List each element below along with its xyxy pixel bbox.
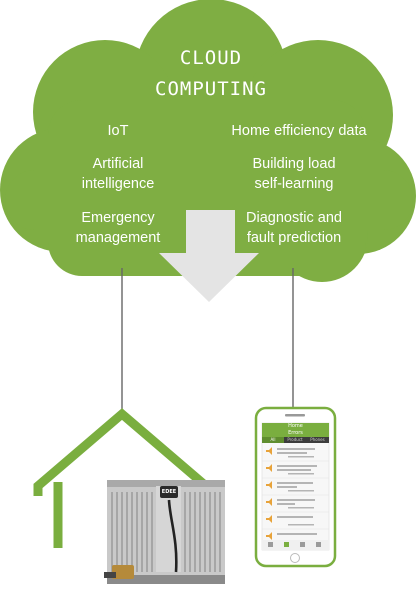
list-icon xyxy=(300,542,305,547)
cloud-item-home-efficiency-data: Home efficiency data xyxy=(231,123,367,139)
cloud-title-line2: COMPUTING xyxy=(155,78,267,100)
phone-tab-phones[interactable]: Phones xyxy=(310,437,325,442)
cloud-item-building-load-self-learning: Building load self-learning xyxy=(252,156,336,192)
ac-unit-logo: EDEE xyxy=(161,489,177,495)
ac-outdoor-unit xyxy=(104,480,225,584)
phone-header-title: Home xyxy=(288,423,303,429)
settings-icon xyxy=(316,542,321,547)
phone-tab-all[interactable]: All xyxy=(270,437,276,442)
cloud-item-emergency-management: Emergency management xyxy=(75,210,161,246)
smartphone xyxy=(254,406,337,568)
cloud-item-diagnostic-fault-prediction: Diagnostic and fault prediction xyxy=(246,210,342,246)
download-arrow-icon xyxy=(159,210,259,302)
phone-header-subtitle: Errors xyxy=(288,430,303,436)
cloud-item-iot: IoT xyxy=(107,123,129,139)
phone-tab-product[interactable]: Product xyxy=(287,437,303,442)
cloud-shape xyxy=(0,0,416,282)
wrench-icon xyxy=(284,542,289,547)
speaker-icon xyxy=(266,447,272,540)
cloud-item-artificial-intelligence: Artificial intelligence xyxy=(81,156,155,192)
home-icon xyxy=(268,542,273,547)
cloud-title-line1: CLOUD xyxy=(179,47,243,69)
